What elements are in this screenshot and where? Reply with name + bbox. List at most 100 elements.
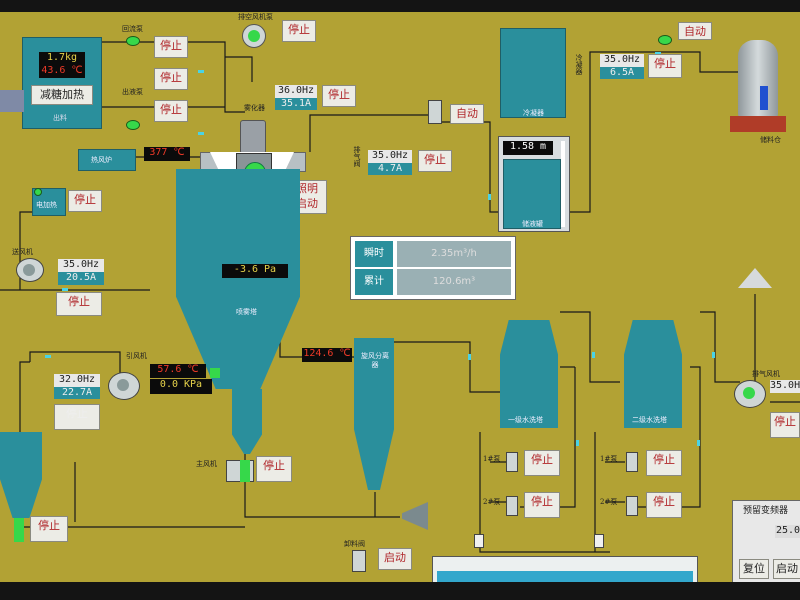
scale-weight-readout: 1.7kg [39, 52, 85, 65]
scrubber-2-pump2-label: 2#泵 [600, 498, 618, 506]
trough-valve-1[interactable] [474, 534, 484, 548]
scale-caption: 出料 [53, 114, 67, 122]
heater-switch-label: 电加热 [36, 201, 57, 209]
feeder-freq-readout: 35.0Hz [58, 259, 104, 272]
reflux-pump-button[interactable]: 停止 [154, 36, 188, 58]
main-fan-label: 主风机 [196, 460, 217, 468]
right-pump-icon[interactable] [658, 35, 672, 45]
top-fan-icon[interactable] [242, 24, 266, 48]
scrubber-1-pump1-label: 1#泵 [483, 455, 501, 463]
tower-label: 喷雾塔 [236, 308, 257, 316]
preset-vfd-title: 预留变频器 [743, 506, 789, 516]
right-pump-top-button[interactable]: 自动 [678, 22, 712, 40]
scrubber-2-pump2-button[interactable]: 停止 [646, 492, 682, 518]
scrubber-2-pump1-icon[interactable] [626, 452, 638, 472]
scrubber-2-pump1-button[interactable]: 停止 [646, 450, 682, 476]
atomizer-freq-readout: 36.0Hz [275, 85, 317, 98]
heater-temp-readout: 377 ℃ [144, 147, 190, 161]
reflux-pump-label: 回流泵 [122, 25, 143, 33]
scale-stand [0, 90, 24, 112]
blower-temp-readout: 57.6 ℃ [150, 364, 206, 378]
scrubber-1-pump1-button[interactable]: 停止 [524, 450, 560, 476]
top-fan-label: 排空风机泵 [238, 13, 273, 21]
heater-label: 热风炉 [91, 156, 112, 164]
right-pump-button[interactable]: 停止 [648, 54, 682, 78]
valve-current-readout: 4.7A [368, 163, 412, 175]
preset-reset-button[interactable]: 复位 [739, 559, 769, 579]
atomizer-current-readout: 35.1A [275, 98, 317, 110]
atomizer-label: 雾化器 [244, 104, 265, 112]
exhaust-fan-icon[interactable] [734, 380, 766, 408]
outlet-pump-button-2[interactable]: 停止 [154, 100, 188, 122]
scrubber-tower-1: 一级水洗塔 [500, 320, 558, 428]
flow-instant-value: 2.35m³/h [397, 241, 511, 267]
discharge-valve-icon[interactable] [352, 550, 366, 572]
valve-button[interactable]: 停止 [418, 150, 452, 172]
storage-tank-label: 储液罐 [522, 220, 543, 228]
main-fan-indicator [240, 460, 250, 482]
scrubber-1-pump2-icon[interactable] [506, 496, 518, 516]
scada-panel: 1.7kg 43.6 ℃ 减糖加热 出料 回流泵 停止 出液泵 停止 停止 排空… [0, 12, 800, 582]
flow-total-label: 累计 [355, 269, 393, 295]
outlet-pump-icon[interactable] [126, 120, 140, 130]
exhaust-valve-label: 排气阀 [353, 146, 361, 167]
blower-indicator [210, 368, 220, 378]
heater-switch-indicator [34, 188, 42, 196]
flow-info-panel: 瞬时 2.35m³/h 累计 120.6m³ [350, 236, 516, 300]
lighting-state: 启动 [296, 197, 318, 210]
blower-label: 引风机 [126, 352, 147, 360]
feeder-button[interactable]: 停止 [56, 292, 102, 316]
flow-instant-label: 瞬时 [355, 241, 393, 267]
valve-freq-readout: 35.0Hz [368, 150, 412, 163]
preset-vfd-panel: 预留变频器 25.0 复位 启动 [732, 500, 800, 582]
storage-tank: 储液罐 [503, 159, 561, 229]
condenser-label: 冷凝器 [523, 109, 544, 117]
top-fan-button[interactable]: 停止 [282, 20, 316, 42]
trough-valve-2[interactable] [594, 534, 604, 548]
scrubber-1-pump2-label: 2#泵 [483, 498, 501, 506]
tank-level-readout: 1.58 m [503, 141, 553, 155]
storage-tank-frame: 储液罐 1.58 m [498, 136, 570, 232]
tank-level-gauge [561, 141, 565, 227]
scale-panel: 1.7kg 43.6 ℃ 减糖加热 出料 [22, 37, 102, 129]
right-pump-freq-readout: 35.0Hz [600, 54, 644, 67]
discharge-valve-button[interactable]: 启动 [378, 548, 412, 570]
main-fan-button[interactable]: 停止 [256, 456, 292, 482]
scrubber-1-label: 一级水洗塔 [508, 416, 543, 424]
feeder-fan-icon[interactable] [16, 258, 44, 282]
feeder-current-readout: 20.5A [58, 272, 104, 285]
scrubber-1-pump2-button[interactable]: 停止 [524, 492, 560, 518]
heater-switch-button[interactable]: 停止 [68, 190, 102, 212]
blower-freq-readout: 32.0Hz [54, 374, 100, 387]
exhaust-button[interactable]: 停止 [770, 412, 800, 438]
blower-button[interactable]: 停止 [54, 404, 100, 430]
preset-vfd-value: 25.0 [775, 525, 800, 538]
blower-fan-icon[interactable] [108, 372, 140, 400]
tower-outlet-temp: 124.6 ℃ [302, 348, 352, 362]
lighting-label: 照明 [296, 182, 318, 195]
water-trough [432, 556, 698, 582]
preset-start-button[interactable]: 启动 [773, 559, 800, 579]
scrubber-2-pump2-icon[interactable] [626, 496, 638, 516]
scale-temp-readout: 43.6 ℃ [39, 65, 85, 78]
scrubber-2-pump1-label: 1#泵 [600, 455, 618, 463]
storage-silo-icon [738, 40, 778, 118]
atomizer-motor-icon [240, 120, 266, 154]
reflux-pump-icon[interactable] [126, 36, 140, 46]
condenser-valve-button[interactable]: 自动 [450, 104, 484, 124]
scrubber-2-label: 二级水洗塔 [632, 416, 667, 424]
atomizer-button[interactable]: 停止 [322, 85, 356, 107]
outlet-pump-button-1[interactable]: 停止 [154, 68, 188, 90]
exhaust-freq-readout: 35.0Hz [770, 380, 800, 393]
condenser-valve-icon[interactable] [428, 100, 442, 124]
exhaust-fan-label: 排气风机 [752, 370, 780, 378]
blower-pressure-readout: 0.0 KPa [150, 379, 212, 394]
left-bottom-button[interactable]: 停止 [30, 516, 68, 542]
cyclone-label: 旋风分离器 [361, 352, 389, 369]
outlet-pump-label: 出液泵 [122, 88, 143, 96]
heater-box: 热风炉 [78, 149, 136, 171]
left-bottom-indicator [14, 518, 24, 542]
sugar-heat-button[interactable]: 减糖加热 [31, 85, 93, 105]
scrubber-1-pump1-icon[interactable] [506, 452, 518, 472]
